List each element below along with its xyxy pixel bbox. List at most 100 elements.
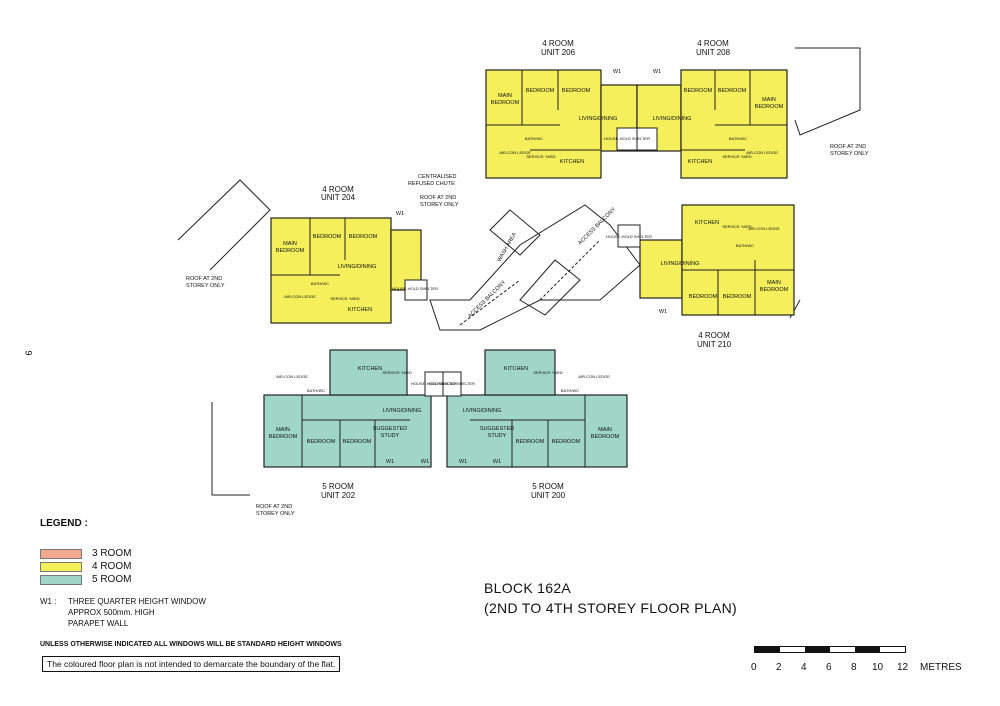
room-study: STUDY [488,433,507,439]
w1-mark: W1 [396,211,404,217]
shelter-label: HOUSE-HOLD SHELTER [411,381,457,386]
w1-mark: W1 [421,459,429,465]
roof-note: STOREY ONLY [830,151,869,157]
room-main-bedroom: BEDROOM [491,100,520,106]
legend-label: 5 ROOM [92,574,132,585]
scale-segment [780,647,805,652]
room-study: SUGGESTED [373,426,408,432]
scale-tick: 10 [872,662,884,673]
room-bedroom: BEDROOM [526,88,555,94]
room-main-bedroom: BEDROOM [591,434,620,440]
unit-206-number: UNIT 206 [541,48,576,57]
room-bedroom: BEDROOM [723,294,752,300]
legend-label: 4 ROOM [92,561,132,572]
scale-graphic [754,646,906,653]
scale-tick: 8 [851,662,857,673]
unit-202-type: 5 ROOM [322,482,354,491]
roof-note: ROOF AT 2ND [830,144,866,150]
room-main: MAIN [598,427,612,433]
unit-202 [263,349,444,468]
legend-swatch [40,548,82,559]
room-bedroom: BEDROOM [689,294,718,300]
room-kitchen: KITCHEN [560,159,584,165]
room-bedroom: BEDROOM [516,439,545,445]
bath-label: BATH/WC [311,281,329,286]
block-title: BLOCK 162A (2ND TO 4TH STOREY FLOOR PLAN… [484,578,737,618]
service-yard-label: SERVICE YARD [382,370,411,375]
shelter-label: HOUSE-HOLD SHELTER [604,136,650,141]
service-yard-label: SERVICE YARD [526,154,555,159]
w1-mark: W1 [493,459,501,465]
legend-swatch [40,561,82,572]
notes: W1 : THREE QUARTER HEIGHT WINDOW APPROX … [40,596,342,650]
bath-label: BATH/WC [736,243,754,248]
disclaimer: The coloured floor plan is not intended … [42,656,341,672]
unit-206-type: 4 ROOM [542,39,574,48]
room-living: LIVING/DINING [383,408,422,414]
room-living: LIVING/DINING [463,408,502,414]
legend-title: LEGEND : [40,518,88,529]
unit-204 [270,217,428,324]
roof-note: ROOF AT 2ND [420,195,456,201]
unit-204-number: UNIT 204 [321,193,356,202]
room-bedroom: BEDROOM [313,234,342,240]
room-living: LIVING/DINING [653,116,692,122]
room-kitchen: KITCHEN [348,307,372,313]
legend-item: 4 ROOM [40,560,131,573]
block-name: BLOCK 162A [484,580,572,596]
bath-label: BATH/WC [307,388,325,393]
room-main: MAIN [276,427,290,433]
unit-210-number: UNIT 210 [697,340,732,349]
floor-plan-subtitle: (2ND TO 4TH STOREY FLOOR PLAN) [484,600,738,616]
roof-note: STOREY ONLY [420,202,459,208]
w1-line: PARAPET WALL [68,619,129,628]
room-bedroom: BEDROOM [552,439,581,445]
room-main-bedroom: BEDROOM [760,287,789,293]
unit-208-number: UNIT 208 [696,48,731,57]
room-kitchen: KITCHEN [358,366,382,372]
service-yard-label: SERVICE YARD [330,296,359,301]
room-main-bedroom: BEDROOM [276,248,305,254]
w1-mark: W1 [459,459,467,465]
scale-tick: 2 [776,662,782,673]
room-kitchen: KITCHEN [695,220,719,226]
legend-item: 3 ROOM [40,547,131,560]
aircon-label: AIR-CON LEDGE [284,294,316,299]
scale-segment [755,647,780,652]
room-main: MAIN [283,241,297,247]
scale-tick: 12 [897,662,909,673]
unit-208-type: 4 ROOM [697,39,729,48]
unit-200-number: UNIT 200 [531,491,566,500]
unit-200-type: 5 ROOM [532,482,564,491]
legend: LEGEND : 3 ROOM 4 ROOM 5 ROOM [40,518,131,586]
aircon-label: AIR-CON LEDGE [499,150,531,155]
room-study: STUDY [381,433,400,439]
w1-mark: W1 [659,309,667,315]
service-yard-label: SERVICE YARD [533,370,562,375]
aircon-label: AIR-CON LEDGE [276,374,308,379]
w1-key: W1 : [40,597,57,606]
aircon-label: AIR-CON LEDGE [746,150,778,155]
shelter-label: HOUSE-HOLD SHELTER [429,381,475,386]
aircon-label: AIR-CON LEDGE [748,226,780,231]
unit-204-type: 4 ROOM [322,185,354,194]
unit-208 [616,69,788,179]
w1-line: THREE QUARTER HEIGHT WINDOW [68,597,206,606]
scale-segment [855,647,880,652]
scale-segment [830,647,855,652]
room-living: LIVING/DINING [579,116,618,122]
unit-206 [485,69,638,179]
service-yard-label: SERVICE YARD [722,154,751,159]
room-main: MAIN [767,280,781,286]
room-bedroom: BEDROOM [307,439,336,445]
room-bedroom: BEDROOM [684,88,713,94]
scale-segment [880,647,905,652]
aircon-label: AIR-CON LEDGE [578,374,610,379]
shelter-label: HOUSE-HOLD SHELTER [606,234,652,239]
room-living: LIVING/DINING [661,261,700,267]
shelter-label: HOUSE-HOLD SHELTER [392,286,438,291]
room-kitchen: KITCHEN [504,366,528,372]
unit-210-type: 4 ROOM [698,331,730,340]
roof-note: ROOF AT 2ND [256,504,292,510]
